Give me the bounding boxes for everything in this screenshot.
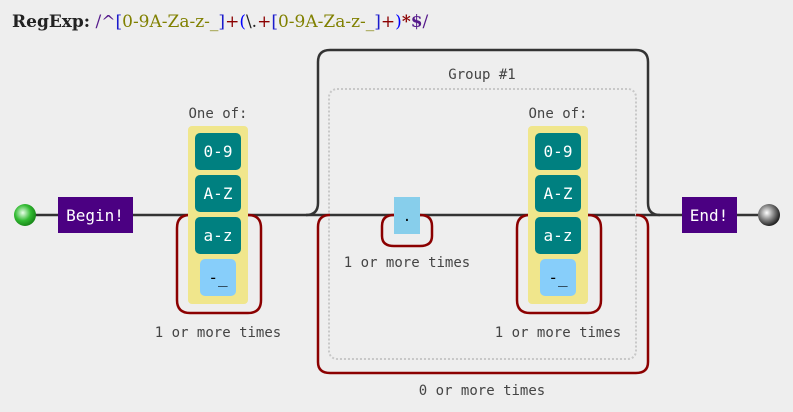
dot-quantifier: 1 or more times [344,255,470,271]
group-quantifier: 0 or more times [419,383,545,399]
regex-plus: + [257,12,272,32]
regex-label: RegExp: [12,12,91,32]
begin-label: Begin! [66,206,124,225]
start-node-icon [14,204,36,226]
one-of-1-quantifier: 1 or more times [155,325,281,341]
group-title: Group #1 [448,67,515,83]
group-skip-path [305,48,661,217]
regex-close-slash: / [422,12,429,32]
one-of-1-item-label: 0-9 [204,142,233,161]
one-of-2-item-box [535,133,581,170]
one-of-1-item-label: -_ [208,268,228,287]
one-of-1-item-label: A-Z [204,184,233,203]
one-of-1-title: One of: [188,106,247,122]
one-of-2-item-box [540,259,576,296]
group-box [328,88,637,360]
regex-expression: RegExp: /^[0-9A-Za-z-_]+(\.+[0-9A-Za-z-_… [12,12,428,32]
regex-charclass: 0-9A-Za-z-_ [122,12,219,32]
dot-loop [380,213,434,248]
one-of-2-item-label: 0-9 [544,142,573,161]
one-of-1-loop [175,213,263,315]
one-of-2-loop [515,213,603,315]
one-of-2-item-box [535,175,581,212]
begin-box [58,197,133,233]
regex-open-slash: / [95,12,102,32]
one-of-1-item-label: a-z [204,226,233,245]
regex-star: * [401,12,411,32]
dot-box [394,197,420,234]
regex-lparen: ( [239,12,246,32]
one-of-1-item-box [200,259,236,296]
group-repeat-loop [316,213,650,375]
one-of-1-item-box [195,175,241,212]
regex-plus: + [225,12,240,32]
one-of-2-item-label: -_ [548,268,568,287]
dot-label: . [403,209,411,225]
regex-rparen: ) [395,12,402,32]
regex-escape: \. [245,12,258,32]
regex-plus: + [380,12,396,32]
one-of-2-items: 0-9A-Z a-z -_ [535,133,581,296]
end-box [682,197,737,233]
one-of-1-item-box [195,133,241,170]
one-of-1-item-box [195,217,241,254]
one-of-2-title: One of: [528,106,587,122]
regex-rbracket: ] [218,12,226,32]
regex-lbracket: [ [115,12,123,32]
regex-dollar: $ [410,12,423,32]
one-of-2-item-box [535,217,581,254]
one-of-1-items: 0-9A-Z a-z -_ [195,133,241,296]
regex-caret: ^ [101,12,116,32]
one-of-2-quantifier: 1 or more times [495,325,621,341]
regex-charclass: 0-9A-Za-z-_ [277,12,375,32]
one-of-2-item-label: a-z [544,226,573,245]
end-node-icon [758,204,780,226]
one-of-2-item-label: A-Z [544,184,573,203]
regex-lbracket: [ [271,12,278,32]
end-label: End! [690,206,729,225]
regex-rbracket: ] [374,12,381,32]
